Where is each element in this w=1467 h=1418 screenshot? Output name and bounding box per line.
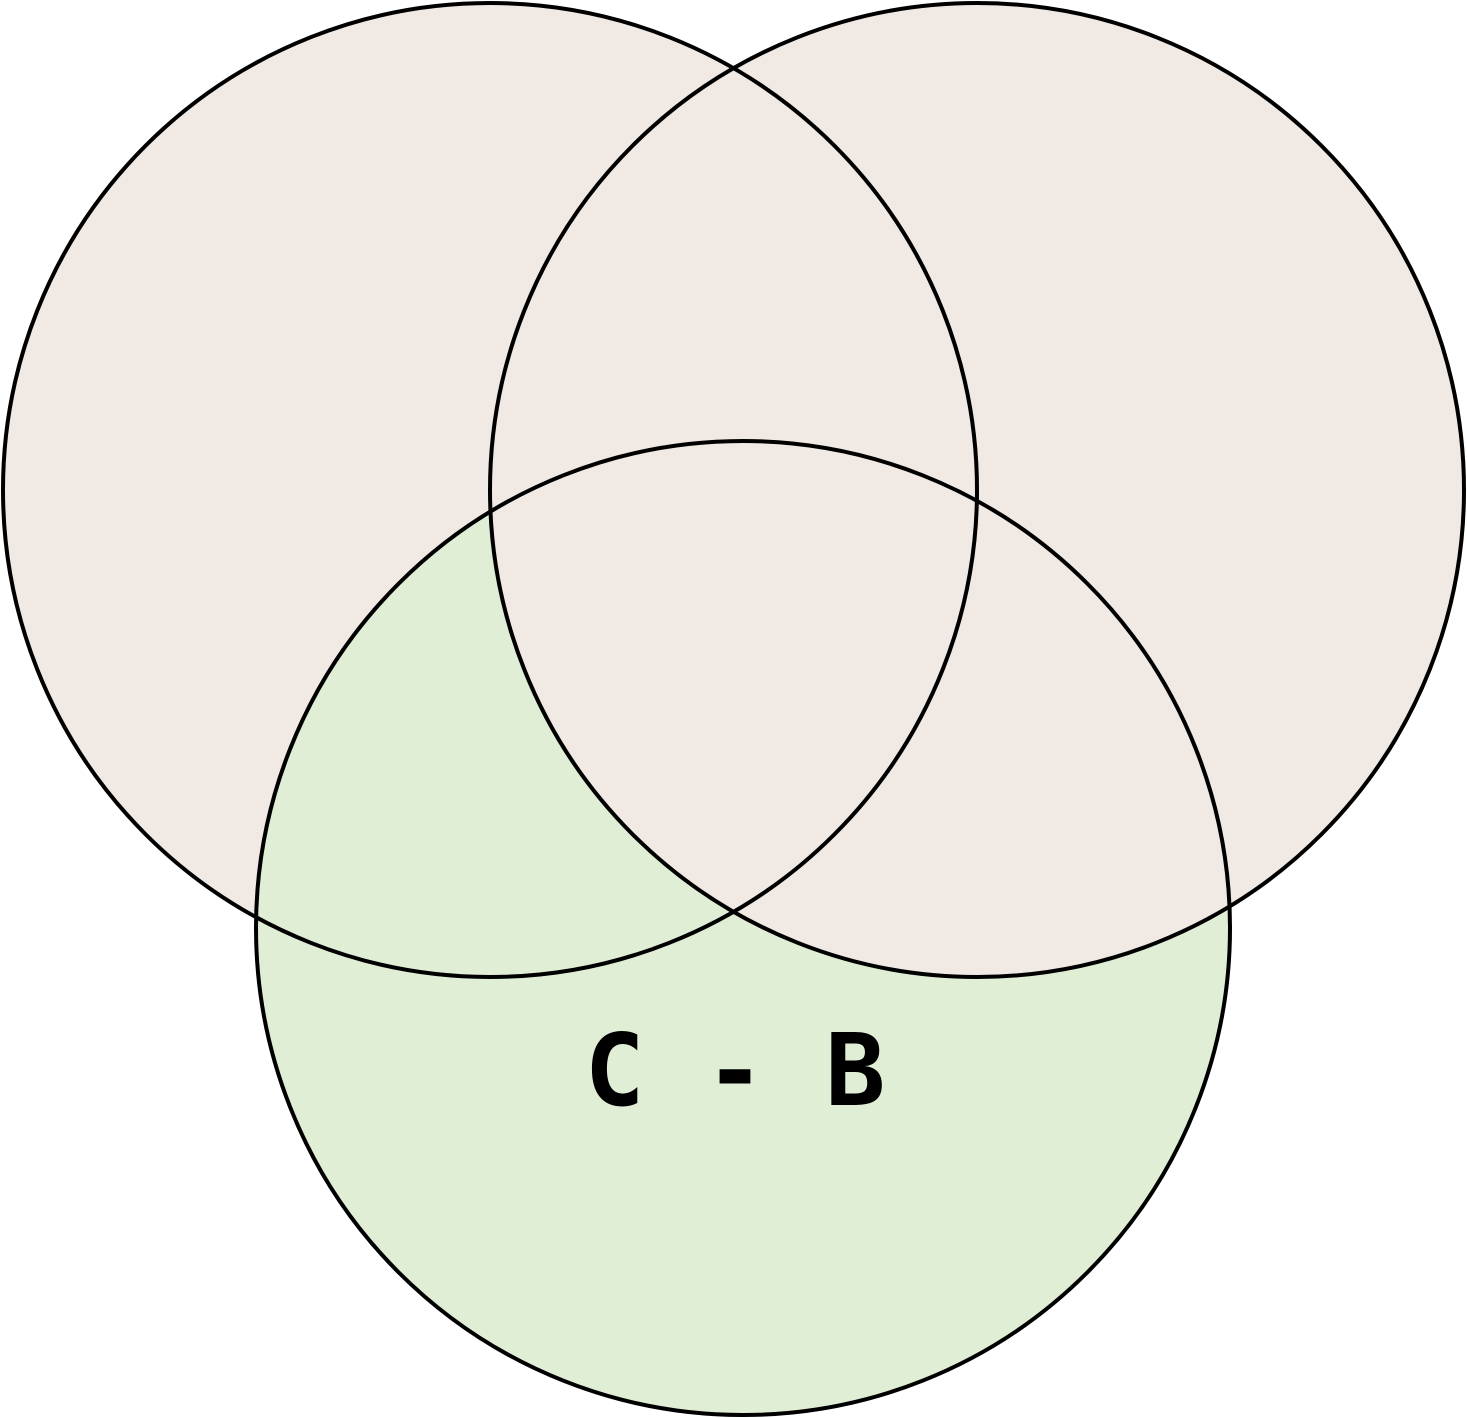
region-label: C - B (584, 1012, 885, 1129)
set-b-outline (488, 1, 1466, 979)
set-a-outline (1, 1, 979, 979)
set-c-outline (254, 439, 1232, 1417)
